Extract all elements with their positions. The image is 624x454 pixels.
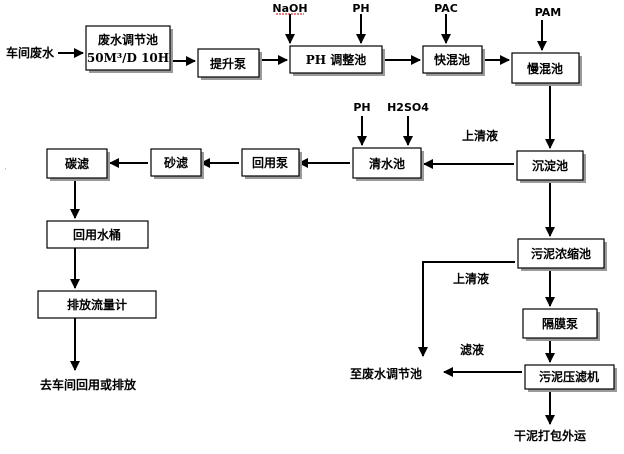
lift-pump: 提升泵 <box>197 48 262 80</box>
pam-label: PAM <box>535 6 562 19</box>
ph-adjust-tank: PH 调整池 <box>289 45 385 76</box>
discharge-flowmeter: 排放流量计 <box>37 290 157 319</box>
filtrate-label: 滤液 <box>460 342 484 357</box>
ph-label-1: PH <box>352 2 369 15</box>
h2so4-label: H2SO4 <box>387 101 429 114</box>
slow-mix-tank: 慢混池 <box>511 52 582 86</box>
diaphragm-pump-label: 隔膜泵 <box>542 316 578 331</box>
equalization-tank-capacity: 50M³/D 10H <box>87 51 169 65</box>
naoh-label: NaOH <box>272 2 307 15</box>
ph-label-2: PH <box>353 101 370 114</box>
diaphragm-pump: 隔膜泵 <box>522 308 600 341</box>
carbon-filter-label: 碳滤 <box>65 156 89 171</box>
sludge-filter-press: 污泥压滤机 <box>524 364 617 392</box>
fast-mix-tank-label: 快混池 <box>434 52 470 67</box>
workshop-reuse-output-label: 去车间回用或排放 <box>40 377 137 392</box>
pac-label: PAC <box>434 2 458 15</box>
equalization-tank-label: 废水调节池 <box>98 32 158 47</box>
supernatant-label-2: 上清液 <box>453 271 489 286</box>
to-equalization-output-label: 至废水调节池 <box>350 366 422 381</box>
lift-pump-label: 提升泵 <box>210 56 246 71</box>
wastewater-input-label: 车间废水 <box>6 45 55 60</box>
equalization-tank: 废水调节池 50M³/D 10H <box>85 25 173 73</box>
dry-sludge-output-label: 干泥打包外运 <box>514 428 586 443</box>
fast-mix-tank: 快混池 <box>422 45 485 76</box>
ph-adjust-tank-label: PH 调整池 <box>306 52 367 67</box>
clear-water-tank-label: 清水池 <box>369 156 405 171</box>
sand-filter-label: 砂滤 <box>163 155 188 170</box>
supernatant-label-1: 上清液 <box>462 128 498 143</box>
arrow-supernatant-to-equalization <box>418 261 515 357</box>
reuse-water-bucket-label: 回用水桶 <box>73 227 121 242</box>
slow-mix-tank-label: 慢混池 <box>527 61 563 76</box>
sludge-thickener: 污泥浓缩池 <box>517 238 607 271</box>
sand-filter: 砂滤 <box>150 148 204 179</box>
sedimentation-tank: 沉淀池 <box>516 150 586 183</box>
margin-mark: · <box>4 165 7 175</box>
reuse-water-bucket: 回用水桶 <box>46 220 149 249</box>
reuse-pump-label: 回用泵 <box>252 156 288 170</box>
discharge-flowmeter-label: 排放流量计 <box>67 297 127 312</box>
carbon-filter: 碳滤 <box>46 148 110 181</box>
clear-water-tank: 清水池 <box>352 147 424 181</box>
reuse-pump: 回用泵 <box>241 148 302 179</box>
flow-connectors <box>58 14 555 425</box>
sedimentation-tank-label: 沉淀池 <box>532 158 568 173</box>
sludge-thickener-label: 污泥浓缩池 <box>531 246 591 261</box>
sludge-filter-press-label: 污泥压滤机 <box>539 369 599 384</box>
